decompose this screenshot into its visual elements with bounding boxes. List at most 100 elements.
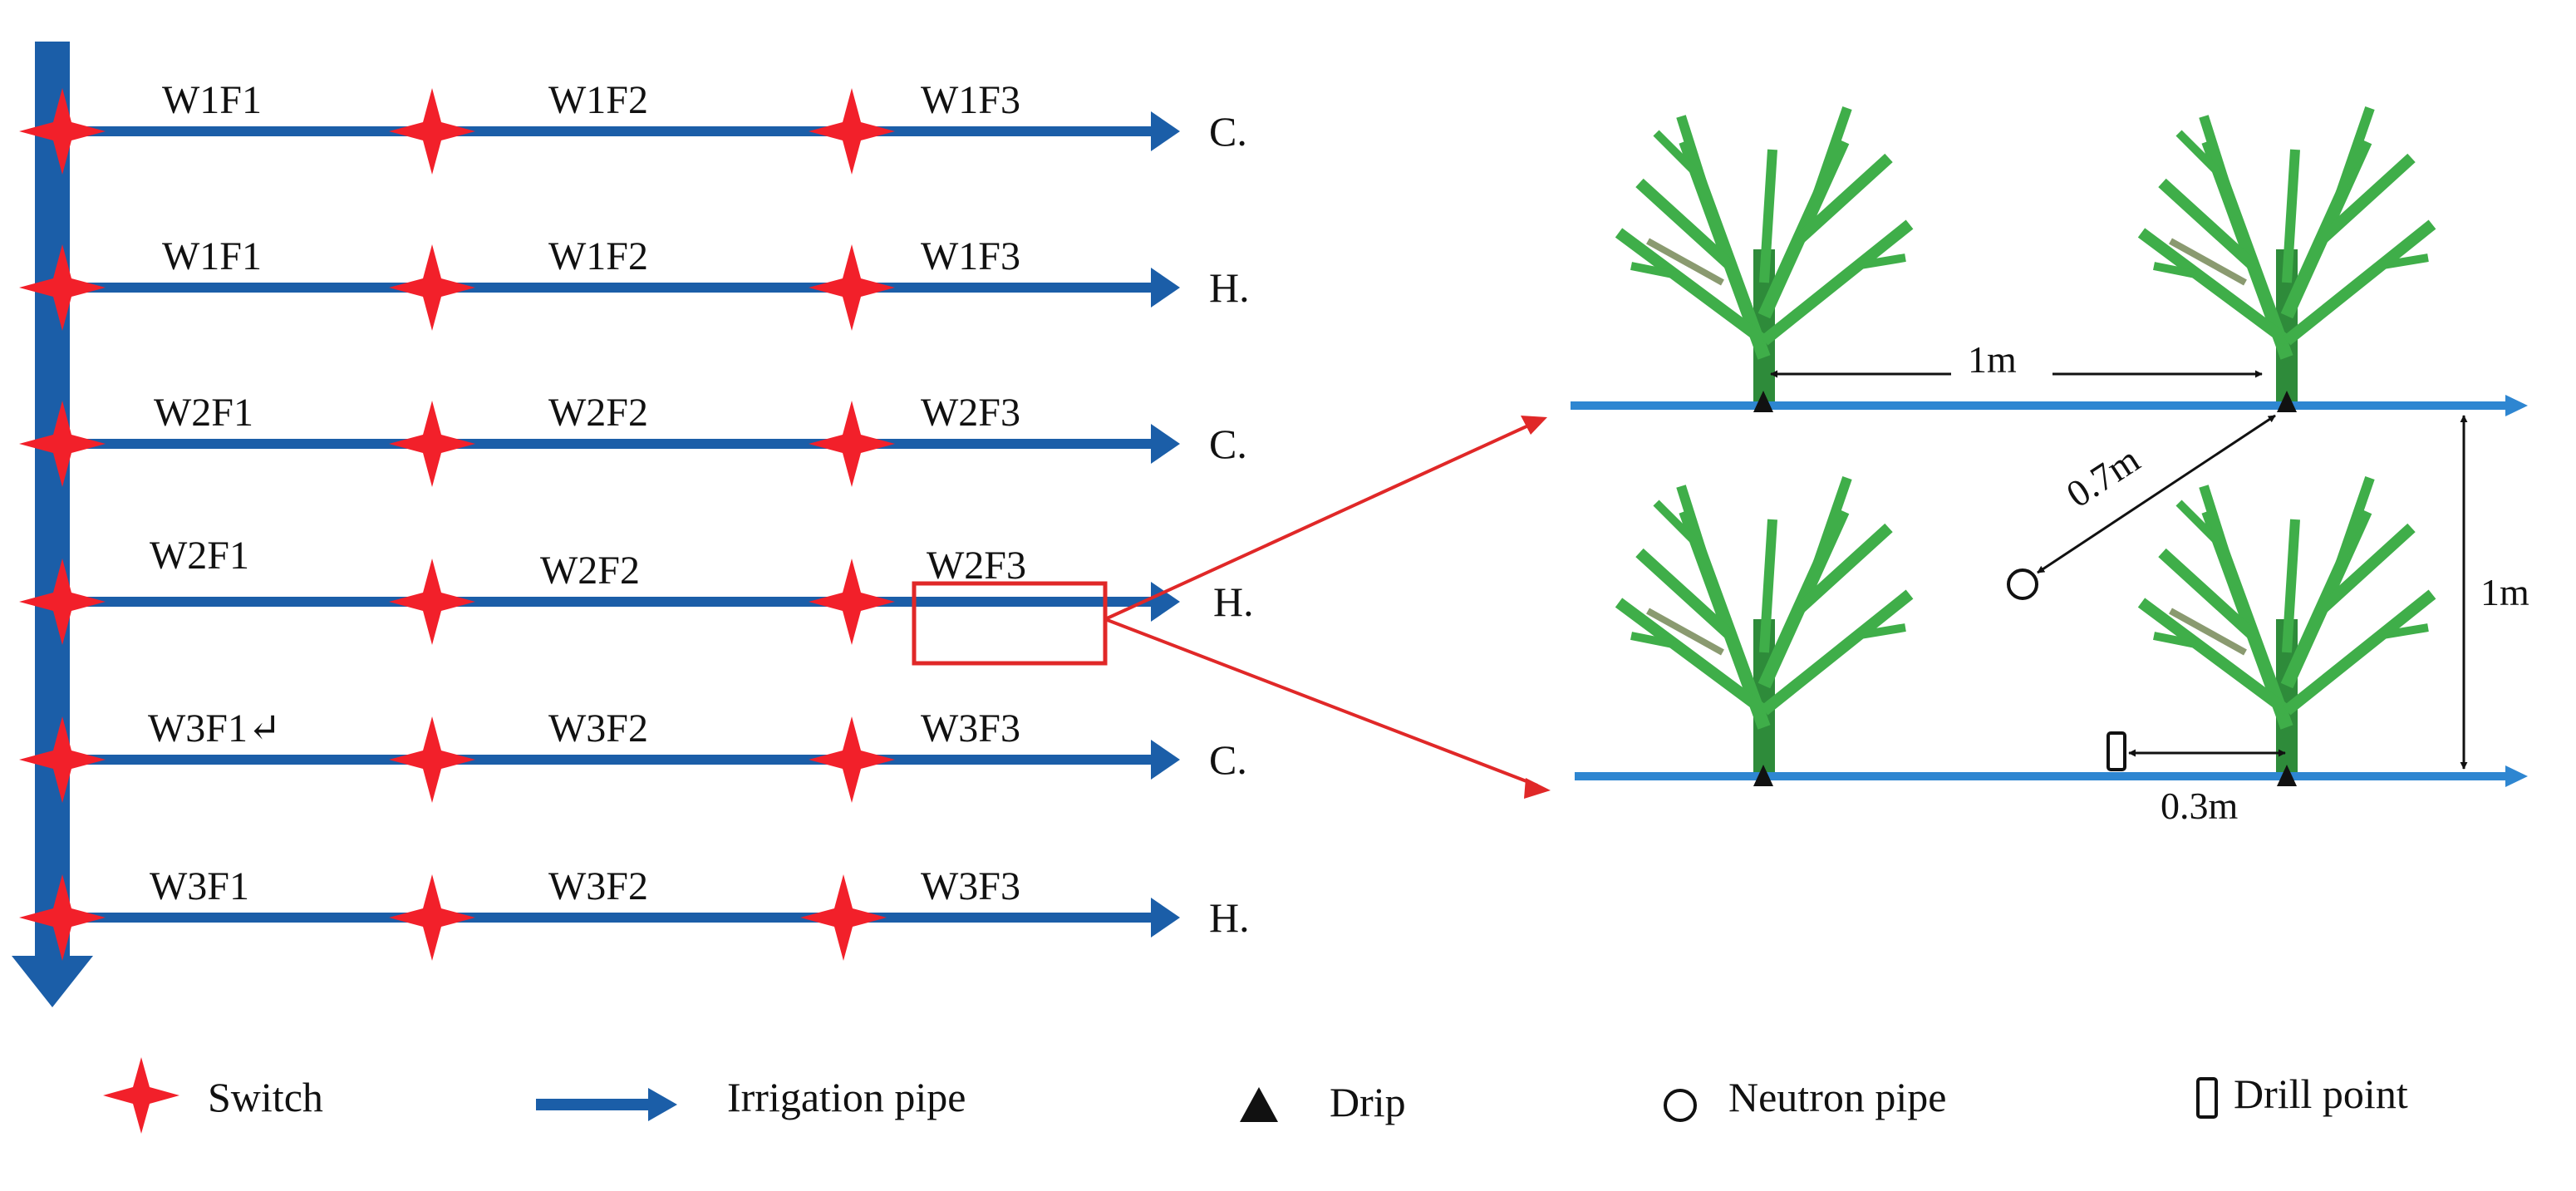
irrigation-pipe-icon [536,1099,652,1110]
neutron-pipe-icon [1664,1089,1697,1122]
treatment-label: W2F1 [154,391,253,435]
treatment-label: W1F1 [162,78,262,122]
treatment-label: W2F2 [540,549,640,593]
switch-icon [800,874,887,961]
detail-irrigation-pipe [1571,401,2510,410]
switch-icon [19,88,106,175]
zoom-line-top [1104,421,1536,621]
drip-icon [1753,391,1773,412]
switch-icon [389,244,475,331]
drip-icon [1753,765,1773,786]
zoom-arrowhead [1521,416,1547,435]
zoom-arrowhead [1524,778,1551,799]
legend-switch-label: Switch [208,1074,323,1120]
treatment-label: W3F1 [150,864,249,908]
irrigation-pipe [50,597,1159,607]
drill-point-icon [2107,731,2126,771]
neutron-pipe-icon [2007,568,2038,600]
switch-icon [389,559,475,645]
zoom-callout [912,416,1551,799]
pipe-arrowhead [1151,898,1180,938]
row-end-label: H. [1209,264,1250,311]
row-end-label: H. [1213,578,1254,625]
tree-icon [2137,476,2436,777]
switch-icon [19,401,106,487]
switch-icon [103,1057,179,1134]
legend: Switch Irrigation pipe Drip Neutron pipe… [103,1057,2408,1134]
switch-icon [389,716,475,803]
branch-row: W2F1 W2F2 W2F3 C. [19,391,1247,487]
tree-icon [2137,106,2436,407]
branch-row: W2F1 W2F2 W2F3 H. [19,534,1254,645]
pipe-arrowhead [1151,268,1180,308]
zoom-line-bottom [1104,618,1538,787]
switch-icon [809,716,895,803]
main-supply-pipe [12,42,93,1007]
drip-icon [2277,765,2297,786]
legend-drill-label: Drill point [2234,1070,2408,1117]
branch-row: W1F1 W1F2 W1F3 H. [19,234,1250,331]
treatment-label: W3F1↵ [148,706,281,751]
branch-row: W3F1↵ W3F2 W3F3 C. [19,706,1247,803]
treatment-label: W1F3 [921,78,1020,122]
switch-icon [19,244,106,331]
treatment-label: W1F1 [162,234,262,278]
detail-irrigation-pipe [1575,772,2510,780]
branch-row: W3F1 W3F2 W3F3 H. [19,864,1250,961]
switch-icon [389,874,475,961]
drip-icon [1240,1087,1278,1122]
drip-icon [2277,391,2297,412]
treatment-label: W3F2 [548,706,648,751]
pipe-arrowhead [648,1088,677,1121]
tree-icon [1615,476,1914,777]
legend-drip-label: Drip [1330,1079,1406,1125]
pipe-arrowhead [1151,582,1180,622]
treatment-label: W2F3 [921,391,1020,435]
legend-neutron-label: Neutron pipe [1728,1074,1946,1120]
irrigation-pipe [50,126,1159,136]
treatment-label: W3F3 [921,864,1020,908]
dimension-line [2037,414,2276,574]
switch-icon [809,559,895,645]
zoom-box [912,581,1108,666]
branch-rows: W1F1 W1F2 W1F3 C. W1F1 W1F2 W1F3 H. W2F1… [19,78,1254,961]
treatment-label: W1F2 [548,234,648,278]
irrigation-pipe [50,755,1159,765]
tree-icon [1615,106,1914,407]
irrigation-pipe [50,283,1159,293]
spacing-vertical-label: 1m [2480,571,2529,613]
treatment-label: W3F2 [548,864,648,908]
pipe-arrowhead [2505,395,2528,416]
row-end-label: C. [1209,736,1247,783]
branch-row: W1F1 W1F2 W1F3 C. [19,78,1247,175]
irrigation-pipe [50,913,1159,923]
switch-icon [389,88,475,175]
legend-pipe-label: Irrigation pipe [727,1074,966,1120]
treatment-label: W1F2 [548,78,648,122]
treatment-label: W1F3 [921,234,1020,278]
pipe-arrowhead [1151,111,1180,151]
treatment-label: W3F3 [921,706,1020,751]
treatment-label: W2F1 [150,534,249,578]
switch-icon [19,874,106,961]
drill-point-icon [2196,1077,2218,1119]
neutron-distance-label: 0.7m [2059,438,2147,516]
pipe-arrowhead [2505,765,2528,787]
detail-panel: 1m 1m 0.7m 0.3m [1571,106,2529,827]
switch-icon [19,559,106,645]
pipe-arrowhead [1151,740,1180,780]
drill-distance-label: 0.3m [2161,785,2239,827]
treatment-label: W2F2 [548,391,648,435]
switch-icon [809,244,895,331]
irrigation-pipe [50,439,1159,449]
switch-icon [809,401,895,487]
switch-icon [19,716,106,803]
row-end-label: C. [1209,421,1247,467]
row-end-label: C. [1209,108,1247,155]
treatment-label: W2F3 [927,544,1026,588]
switch-icon [389,401,475,487]
row-end-label: H. [1209,894,1250,941]
pipe-arrowhead [1151,424,1180,464]
switch-icon [809,88,895,175]
